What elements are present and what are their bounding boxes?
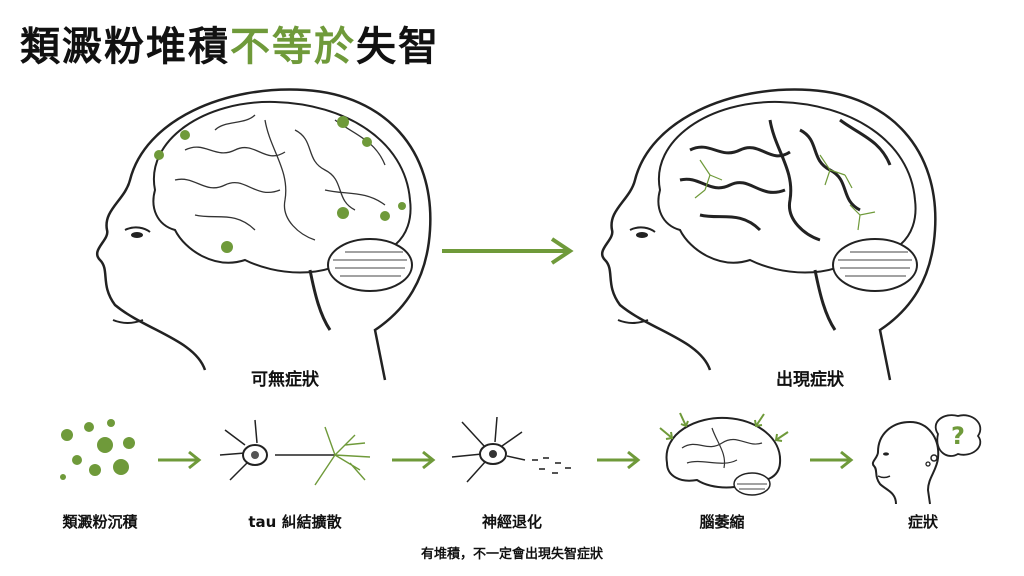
step-label-atrophy: 腦萎縮 [699,513,745,531]
title-accent: 不等於 [230,24,356,70]
step-label-symptoms: 症狀 [907,513,938,531]
brain-atrophy-icon [659,412,789,496]
progression-arrow [442,237,574,265]
flow-arrow-1 [158,450,202,470]
head-tau-illustration [601,88,937,381]
flow-arrow-2 [392,450,436,470]
title-tail: 失智 [356,24,440,70]
question-mark-icon: ? [951,422,965,450]
degenerating-neuron-icon [451,416,571,483]
confused-person-icon: ? [871,414,982,505]
flow-arrow-3 [597,450,641,470]
tau-neuron-icon [219,419,371,486]
step-label-tau: tau 糾結擴散 [248,513,342,531]
head-amyloid-illustration [96,88,432,381]
step-label-amyloid: 類澱粉沉積 [62,513,138,531]
amyloid-deposit-icon [60,419,135,480]
page-title: 類澱粉堆積不等於失智 [20,14,440,72]
caption-symptomatic: 出現症狀 [776,370,844,390]
caption-asymptomatic: 可無症狀 [251,370,319,390]
footnote: 有堆積，不一定會出現失智症狀 [420,547,603,562]
step-label-neurodegeneration: 神經退化 [481,513,542,531]
title-main: 類澱粉堆積 [20,24,230,70]
flow-arrow-4 [810,450,854,470]
